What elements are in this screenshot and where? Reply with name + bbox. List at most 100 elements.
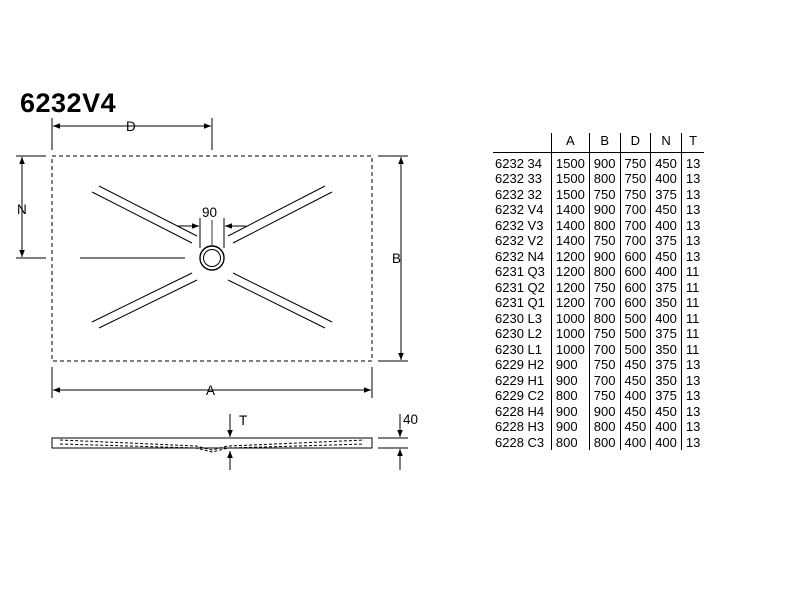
dimension-cell: 450 bbox=[619, 357, 651, 373]
model-code-cell: 6228 C3 bbox=[495, 434, 545, 450]
dimension-cell: 600 bbox=[619, 264, 651, 280]
dimension-cell: 800 bbox=[588, 264, 620, 280]
model-code-cell: 6232 32 bbox=[495, 186, 542, 202]
dimension-cell: 13 bbox=[680, 152, 705, 171]
column-header: A bbox=[550, 133, 590, 153]
dimension-cell: 375 bbox=[650, 279, 682, 295]
dimension-cell: 800 bbox=[588, 310, 620, 326]
dimension-cell: 400 bbox=[650, 310, 682, 326]
dimension-height-label: 40 bbox=[403, 412, 418, 427]
model-code-cell: 6232 N4 bbox=[495, 248, 545, 264]
dimension-cell: 13 bbox=[680, 403, 705, 419]
dimension-cell: 750 bbox=[619, 171, 651, 187]
dimension-cell: 1400 bbox=[550, 202, 590, 218]
dimension-n bbox=[16, 155, 46, 259]
dimension-cell: 450 bbox=[619, 403, 651, 419]
dimension-cell: 900 bbox=[550, 403, 590, 419]
dimension-cell: 450 bbox=[650, 152, 682, 171]
dimension-cell: 900 bbox=[588, 248, 620, 264]
drain-grooves bbox=[80, 185, 333, 329]
dimension-cell: 900 bbox=[550, 419, 590, 435]
model-code-cell: 6232 34 bbox=[495, 155, 542, 171]
dimension-cell: 13 bbox=[680, 419, 705, 435]
dimension-cell: 375 bbox=[650, 233, 682, 249]
dimension-cell: 500 bbox=[619, 310, 651, 326]
dimension-cell: 13 bbox=[680, 171, 705, 187]
dimension-b-label: B bbox=[392, 251, 401, 266]
dimension-cell: 700 bbox=[588, 341, 620, 357]
dimension-cell: 350 bbox=[650, 372, 682, 388]
column-header bbox=[493, 133, 552, 153]
dimension-cell: 13 bbox=[680, 357, 705, 373]
technical-drawing: 90 D N B A T bbox=[16, 118, 418, 470]
dimension-cell: 400 bbox=[650, 171, 682, 187]
dimension-cell: 11 bbox=[680, 279, 705, 295]
dimension-cell: 13 bbox=[680, 248, 705, 264]
dimension-cell: 800 bbox=[550, 434, 590, 450]
dimension-cell: 450 bbox=[650, 248, 682, 264]
dimension-cell: 1200 bbox=[550, 248, 590, 264]
model-code-cell: 6232 V3 bbox=[495, 217, 544, 233]
dimension-cell: 750 bbox=[588, 357, 620, 373]
dimension-d-label: D bbox=[126, 119, 136, 134]
dimension-cell: 900 bbox=[550, 372, 590, 388]
dimension-cell: 750 bbox=[588, 233, 620, 249]
dimension-a-label: A bbox=[206, 383, 215, 398]
dimension-cell: 700 bbox=[588, 372, 620, 388]
dimension-cell: 13 bbox=[680, 233, 705, 249]
dimension-cell: 1000 bbox=[550, 326, 590, 342]
dimension-cell: 800 bbox=[550, 388, 590, 404]
dimension-cell: 1200 bbox=[550, 295, 590, 311]
dimension-t-label: T bbox=[239, 413, 247, 428]
dimension-cell: 600 bbox=[619, 248, 651, 264]
dimension-cell: 450 bbox=[650, 202, 682, 218]
dimension-cell: 700 bbox=[588, 295, 620, 311]
column-header: B bbox=[588, 133, 620, 153]
dimension-cell: 700 bbox=[619, 217, 651, 233]
dimension-cell: 400 bbox=[619, 388, 651, 404]
drain-icon bbox=[199, 220, 225, 271]
dimension-cell: 375 bbox=[650, 326, 682, 342]
model-code-cell: 6230 L3 bbox=[495, 310, 542, 326]
dimension-cell: 750 bbox=[588, 279, 620, 295]
dimension-cell: 400 bbox=[650, 264, 682, 280]
model-code-cell: 6231 Q3 bbox=[495, 264, 545, 279]
dimension-b bbox=[378, 155, 408, 362]
dimension-cell: 11 bbox=[680, 341, 705, 357]
dimension-cell: 1200 bbox=[550, 264, 590, 280]
dimension-cell: 400 bbox=[650, 434, 682, 450]
model-code-cell: 6228 H3 bbox=[495, 419, 545, 434]
model-code-cell: 6228 H4 bbox=[495, 403, 545, 419]
dimension-cell: 900 bbox=[588, 152, 620, 171]
dimension-cell: 800 bbox=[588, 419, 620, 435]
dimension-cell: 11 bbox=[680, 326, 705, 342]
model-code-cell: 6230 L1 bbox=[495, 341, 542, 357]
table-header-row: A B D N T bbox=[493, 133, 705, 153]
model-code-cell: 6231 Q1 bbox=[495, 295, 545, 310]
dimension-d bbox=[51, 118, 213, 150]
dimension-cell: 1200 bbox=[550, 279, 590, 295]
drain-dimension bbox=[178, 218, 246, 248]
dimension-cell: 11 bbox=[680, 295, 705, 311]
column-header: D bbox=[619, 133, 651, 153]
tray-outline bbox=[51, 155, 373, 362]
dimension-cell: 13 bbox=[680, 202, 705, 218]
dimension-cell: 13 bbox=[680, 434, 705, 450]
dimension-cell: 450 bbox=[650, 403, 682, 419]
dimension-cell: 400 bbox=[619, 434, 651, 450]
dimension-cell: 750 bbox=[588, 326, 620, 342]
dimension-cell: 500 bbox=[619, 326, 651, 342]
dimension-cell: 600 bbox=[619, 279, 651, 295]
dimension-cell: 750 bbox=[619, 152, 651, 171]
dimension-a bbox=[51, 367, 373, 398]
